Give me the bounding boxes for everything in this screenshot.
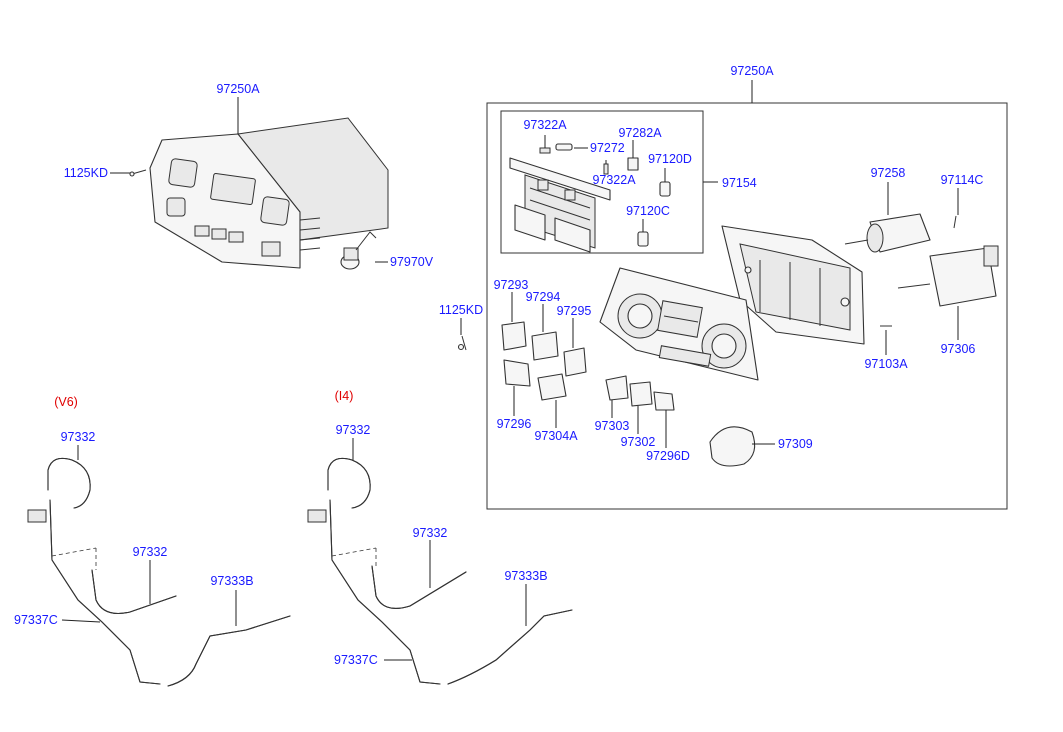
switch-bracket-97154-drawing: [509, 157, 611, 253]
switch-subassembly-box: [500, 110, 718, 254]
label-i4-97332-b[interactable]: 97332: [413, 526, 448, 540]
label-v6-97333B[interactable]: 97333B: [210, 574, 253, 588]
label-i4-97337C[interactable]: 97337C: [334, 653, 378, 667]
label-v6-97337C[interactable]: 97337C: [14, 613, 58, 627]
screw-1125KD-left-drawing: [110, 169, 147, 177]
label-97294[interactable]: 97294: [526, 290, 561, 304]
part-labels: 97250A 97250A 1125KD 97970V 1125KD 97322…: [14, 64, 983, 667]
v6-hoses-drawing: [27, 445, 291, 687]
label-97272[interactable]: 97272: [590, 141, 625, 155]
control-housing-drawing: [721, 225, 865, 345]
i4-hoses-drawing: [307, 438, 573, 685]
actuator-97306-drawing: [897, 245, 999, 340]
label-v6-97332-a[interactable]: 97332: [61, 430, 96, 444]
cap-97309-drawing: [709, 426, 775, 467]
label-97154[interactable]: 97154: [722, 176, 757, 190]
heater-control-unit-drawing: [149, 97, 389, 269]
label-i4-97333B[interactable]: 97333B: [504, 569, 547, 583]
label-97303[interactable]: 97303: [595, 419, 630, 433]
knobs-and-buttons-drawing: [501, 292, 675, 448]
small-pins-drawing: [539, 135, 671, 247]
label-97296D[interactable]: 97296D: [646, 449, 690, 463]
label-97309[interactable]: 97309: [778, 437, 813, 451]
label-97114C[interactable]: 97114C: [941, 173, 984, 187]
label-97250A-assembly[interactable]: 97250A: [730, 64, 774, 78]
screw-1125KD-mid-drawing: [457, 318, 467, 351]
label-v6-97332-b[interactable]: 97332: [133, 545, 168, 559]
label-97304A[interactable]: 97304A: [534, 429, 578, 443]
label-97282A[interactable]: 97282A: [618, 126, 662, 140]
label-97258[interactable]: 97258: [871, 166, 906, 180]
label-1125KD-left[interactable]: 1125KD: [64, 166, 108, 180]
label-97296[interactable]: 97296: [497, 417, 532, 431]
label-i4-97332-a[interactable]: 97332: [336, 423, 371, 437]
label-97322A-a[interactable]: 97322A: [523, 118, 567, 132]
label-1125KD-mid[interactable]: 1125KD: [439, 303, 483, 317]
label-97250A-unit[interactable]: 97250A: [216, 82, 260, 96]
label-97103A[interactable]: 97103A: [864, 357, 908, 371]
sensor-97970V-drawing: [340, 231, 388, 270]
screw-97114C-drawing: [953, 188, 959, 229]
label-97120C[interactable]: 97120C: [626, 204, 670, 218]
variant-v6-label: (V6): [54, 395, 78, 409]
label-97970V[interactable]: 97970V: [390, 255, 434, 269]
label-97322A-b[interactable]: 97322A: [592, 173, 636, 187]
label-97293[interactable]: 97293: [494, 278, 529, 292]
variant-i4-label: (I4): [335, 389, 354, 403]
label-97306[interactable]: 97306: [941, 342, 976, 356]
front-bezel-drawing: [599, 267, 759, 381]
pin-97103A-drawing: [880, 325, 892, 355]
label-97295[interactable]: 97295: [557, 304, 592, 318]
label-97302[interactable]: 97302: [621, 435, 656, 449]
heater-control-assembly-box: [486, 80, 1008, 510]
motor-97258-drawing: [844, 182, 931, 253]
label-97120D[interactable]: 97120D: [648, 152, 692, 166]
